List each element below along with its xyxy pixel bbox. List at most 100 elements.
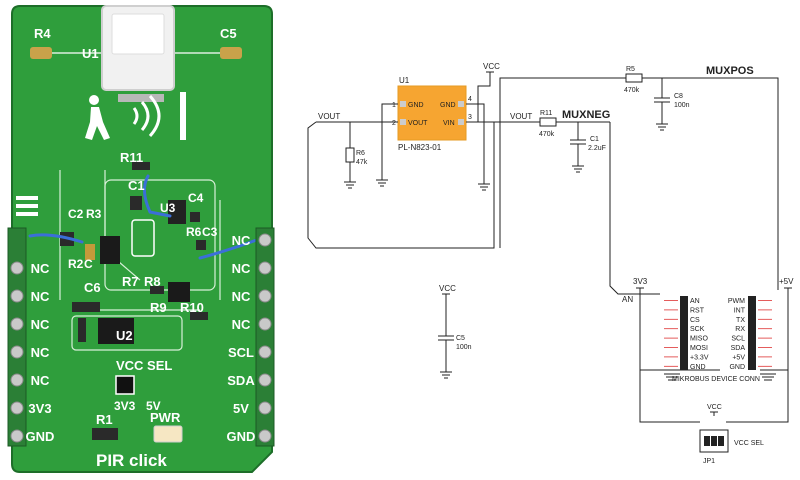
c1-ref: C1 [590, 136, 599, 143]
mikro-left-pin-label: CS [690, 317, 700, 324]
mikro-right-pin-label: SDA [731, 345, 746, 352]
right-pin-label: GND [227, 429, 256, 444]
right-pin-label: NC [232, 317, 251, 332]
left-pin-label: NC [31, 289, 50, 304]
silk-r1: R1 [96, 412, 113, 427]
left-header [7, 227, 27, 447]
left-pin-pad [10, 429, 24, 443]
left-pin-pad [10, 401, 24, 415]
r11-value: 470k [539, 131, 555, 138]
c8-plates [654, 97, 670, 103]
right-pin-pad [258, 401, 272, 415]
5v-label: +5V [779, 277, 794, 286]
r6-value: 47k [356, 159, 368, 166]
right-pin-pad [258, 429, 272, 443]
mount-pad-left [30, 47, 52, 59]
jp1-right-wire [726, 370, 789, 423]
mikro-left-pin-label: +3.3V [690, 354, 709, 361]
right-pin-label: SDA [227, 373, 255, 388]
vcc-wire [477, 72, 491, 122]
mikro-right-pin-label: PWM [728, 298, 745, 305]
right-pin-pad [258, 261, 272, 275]
mikro-left-pin-label: GND [690, 364, 706, 371]
mikro-right-pin-label: TX [736, 317, 745, 324]
schematic-labels: U1 PL-N823-01 1 2 4 3 GND VOUT GND VIN V… [318, 62, 794, 465]
schematic [307, 71, 792, 453]
u1-part: PL-N823-01 [398, 143, 442, 152]
left-pin-pad [10, 289, 24, 303]
silk-c3: C3 [202, 225, 218, 239]
silk-r8: R8 [144, 274, 161, 289]
left-pin-label: NC [31, 261, 50, 276]
silk-c1: C1 [128, 178, 145, 193]
silk-c5: C5 [220, 26, 237, 41]
silk-c4: C4 [188, 191, 204, 205]
silk-c2: C2 [68, 207, 84, 221]
vout-loop-wire [307, 121, 495, 249]
silk-r11: R11 [120, 150, 143, 165]
mikro-right-pin-label: GND [729, 364, 745, 371]
silk-u1: U1 [82, 46, 99, 61]
mikro-pin-marks [664, 300, 772, 367]
c5-vcc-label: VCC [439, 284, 456, 293]
pir-base [118, 94, 164, 102]
silk-r3: R3 [86, 207, 102, 221]
left-pin-label: NC [31, 317, 50, 332]
right-pin-label: NC [232, 289, 251, 304]
mikro-left-pin-label: MISO [690, 336, 708, 343]
muxpos-feed [499, 77, 626, 248]
silk-r9: R9 [150, 300, 167, 315]
silk-r4: R4 [34, 26, 51, 41]
vout-left-label: VOUT [318, 112, 340, 121]
gnd-symbol-u1-right [478, 183, 490, 191]
right-pin-pad [258, 289, 272, 303]
silk-3v3: 3V3 [114, 399, 136, 413]
silk-vcc-sel: VCC SEL [116, 358, 172, 373]
3v3-label: 3V3 [633, 277, 648, 286]
mikro-right-pin-label: RX [735, 326, 745, 333]
muxpos-label: MUXPOS [706, 65, 754, 77]
right-pin-label: SCL [228, 345, 254, 360]
silk-r6: R6 [186, 225, 202, 239]
c1-value: 2.2uF [588, 145, 606, 152]
gnd-symbol-c5 [440, 371, 452, 379]
left-pin-label: NC [31, 373, 50, 388]
muxpos-wire [642, 77, 779, 290]
u1-vin-pin: VIN [443, 120, 455, 127]
gnd-symbol-mikro-right [760, 373, 776, 381]
vcc-top-label: VCC [483, 62, 500, 71]
mikro-left-pin-label: RST [690, 307, 705, 314]
components [60, 162, 208, 443]
jp1-body [699, 429, 729, 453]
u1-gnd-left: GND [408, 102, 424, 109]
r11-ref: R11 [540, 110, 552, 117]
left-pin-pad [10, 345, 24, 359]
pcb [11, 5, 273, 473]
silk-5v: 5V [146, 399, 161, 413]
jp1-label: VCC SEL [734, 440, 764, 447]
c1-plates [570, 139, 586, 145]
u1-vout-pin: VOUT [408, 120, 428, 127]
jp1-left-wire [639, 370, 700, 423]
c5-ref: C5 [456, 335, 465, 342]
c5-plates [438, 335, 454, 341]
gnd-symbol-u1 [376, 179, 388, 187]
r6-ref: R6 [356, 150, 365, 157]
mikro-right-header [748, 296, 756, 370]
u1-pin4-num: 4 [468, 96, 472, 103]
right-pin-label: NC [232, 233, 251, 248]
mikro-left-pin-label: SCK [690, 326, 705, 333]
right-pin-pad [258, 373, 272, 387]
silk-u3: U3 [160, 201, 176, 215]
u1-ic [397, 85, 467, 141]
jp1-ref: JP1 [703, 458, 715, 465]
left-pin-label: NC [31, 345, 50, 360]
right-pin-label: NC [232, 261, 251, 276]
c8-ref: C8 [674, 93, 683, 100]
muxneg-label: MUXNEG [562, 109, 610, 121]
u1-pin2-num: 2 [392, 120, 396, 127]
jp1-vcc-label: VCC [707, 404, 722, 411]
